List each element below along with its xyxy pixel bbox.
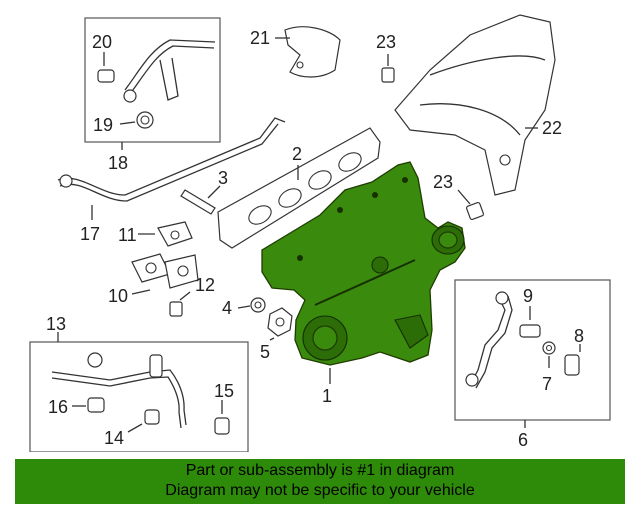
fitting-9[interactable] [519, 324, 541, 338]
bolt-12[interactable] [169, 301, 183, 317]
pipe-end-fitting [123, 89, 137, 103]
oil-line-17-fitting [59, 174, 73, 188]
callout-11[interactable]: 11 [118, 225, 137, 245]
turbocharger-1[interactable] [261, 161, 466, 366]
pipe-20-assembly [124, 39, 216, 95]
leader-12 [179, 291, 191, 301]
turbo-1-actuator-rod [314, 259, 416, 306]
gasket-2-port-d [338, 152, 362, 172]
flange-10-hole [177, 265, 189, 277]
heat-shield-22[interactable] [394, 14, 556, 196]
bracket-21[interactable] [284, 26, 341, 78]
callout-23-mid[interactable]: 23 [433, 172, 453, 192]
group-box-13 [29, 341, 249, 452]
callout-16[interactable]: 16 [48, 397, 68, 417]
leader-19 [119, 121, 136, 125]
turbo-1-housing-lobe [394, 314, 429, 349]
flange-gasket-hole [145, 262, 157, 274]
gasket-11-hole [170, 230, 180, 240]
callout-14[interactable]: 14 [104, 428, 124, 448]
oil-feed-line-fitting-bottom [465, 373, 479, 387]
callout-4[interactable]: 4 [222, 298, 232, 318]
turbocharger-1-body[interactable] [261, 161, 466, 366]
callout-5[interactable]: 5 [260, 342, 270, 362]
callout-7[interactable]: 7 [542, 374, 552, 394]
turbo-1-compressor-inner [438, 231, 458, 249]
callout-10[interactable]: 10 [108, 286, 128, 306]
callout-1[interactable]: 1 [322, 386, 332, 406]
bolt-8[interactable] [564, 354, 580, 376]
leader-23-mid [457, 189, 471, 205]
gasket-2-port-c [308, 170, 332, 190]
washer-7-hole [545, 344, 553, 352]
bolt-15[interactable] [214, 417, 230, 435]
callout-17[interactable]: 17 [80, 224, 100, 244]
callout-12[interactable]: 12 [195, 275, 215, 295]
washer-14[interactable] [144, 409, 160, 425]
coolant-line-13 [51, 369, 187, 429]
banner-line-1: Part or sub-assembly is #1 in diagram [185, 462, 455, 479]
fitting-16[interactable] [87, 397, 105, 413]
callout-6[interactable]: 6 [518, 430, 528, 450]
callout-22[interactable]: 22 [542, 118, 562, 138]
callout-2[interactable]: 2 [292, 144, 302, 164]
turbo-1-actuator [371, 256, 389, 274]
callout-23-top[interactable]: 23 [376, 32, 396, 52]
oil-feed-line-6 [469, 295, 513, 389]
gasket-2-port-a [248, 205, 272, 225]
turbo-1-stud-c [372, 192, 378, 198]
fitting-20[interactable] [97, 69, 115, 83]
bolt-23-top[interactable] [381, 67, 395, 83]
turbo-1-stud-b [337, 207, 343, 213]
oil-feed-line-fitting-top [495, 291, 509, 305]
pipe-20-branch [159, 57, 179, 101]
washer-4-hole [254, 301, 262, 309]
exploded-view: 20 19 18 21 23 22 2 3 17 11 10 12 4 [29, 14, 611, 452]
heat-shield-22-hole [499, 154, 511, 166]
callout-19[interactable]: 19 [93, 115, 113, 135]
disclaimer-banner: Part or sub-assembly is #1 in diagram Di… [15, 459, 625, 504]
gasket-2-port-b [278, 188, 302, 208]
nut-5-hole [275, 317, 285, 327]
banner-line-2: Diagram may not be specific to your vehi… [165, 482, 475, 499]
turbo-1-turbine-inner [312, 325, 338, 351]
callout-8[interactable]: 8 [574, 326, 584, 346]
leader-14 [127, 423, 143, 433]
callout-9[interactable]: 9 [523, 286, 533, 306]
washer-19-hole [140, 115, 150, 125]
heat-shield-22-ribs [419, 55, 546, 136]
callout-21[interactable]: 21 [250, 28, 270, 48]
coolant-line-fitting [87, 352, 103, 368]
leader-5 [269, 337, 275, 341]
turbo-1-stud-d [402, 177, 408, 183]
leader-10 [131, 289, 151, 295]
callout-15[interactable]: 15 [214, 381, 234, 401]
bolt-23-mid[interactable] [465, 201, 485, 221]
leader-4 [237, 305, 251, 309]
leader-3 [207, 185, 221, 199]
oil-line-17-edge [59, 123, 279, 202]
callout-3[interactable]: 3 [218, 168, 228, 188]
callout-13[interactable]: 13 [46, 314, 66, 334]
group-box-6 [454, 279, 611, 421]
turbo-1-stud-a [297, 255, 303, 261]
group-box-18 [84, 17, 221, 143]
stud-3[interactable] [180, 189, 216, 215]
coolant-line-bracket [149, 354, 163, 378]
callout-20[interactable]: 20 [92, 32, 112, 52]
callout-18[interactable]: 18 [108, 153, 128, 173]
bracket-21-hole [296, 61, 304, 69]
